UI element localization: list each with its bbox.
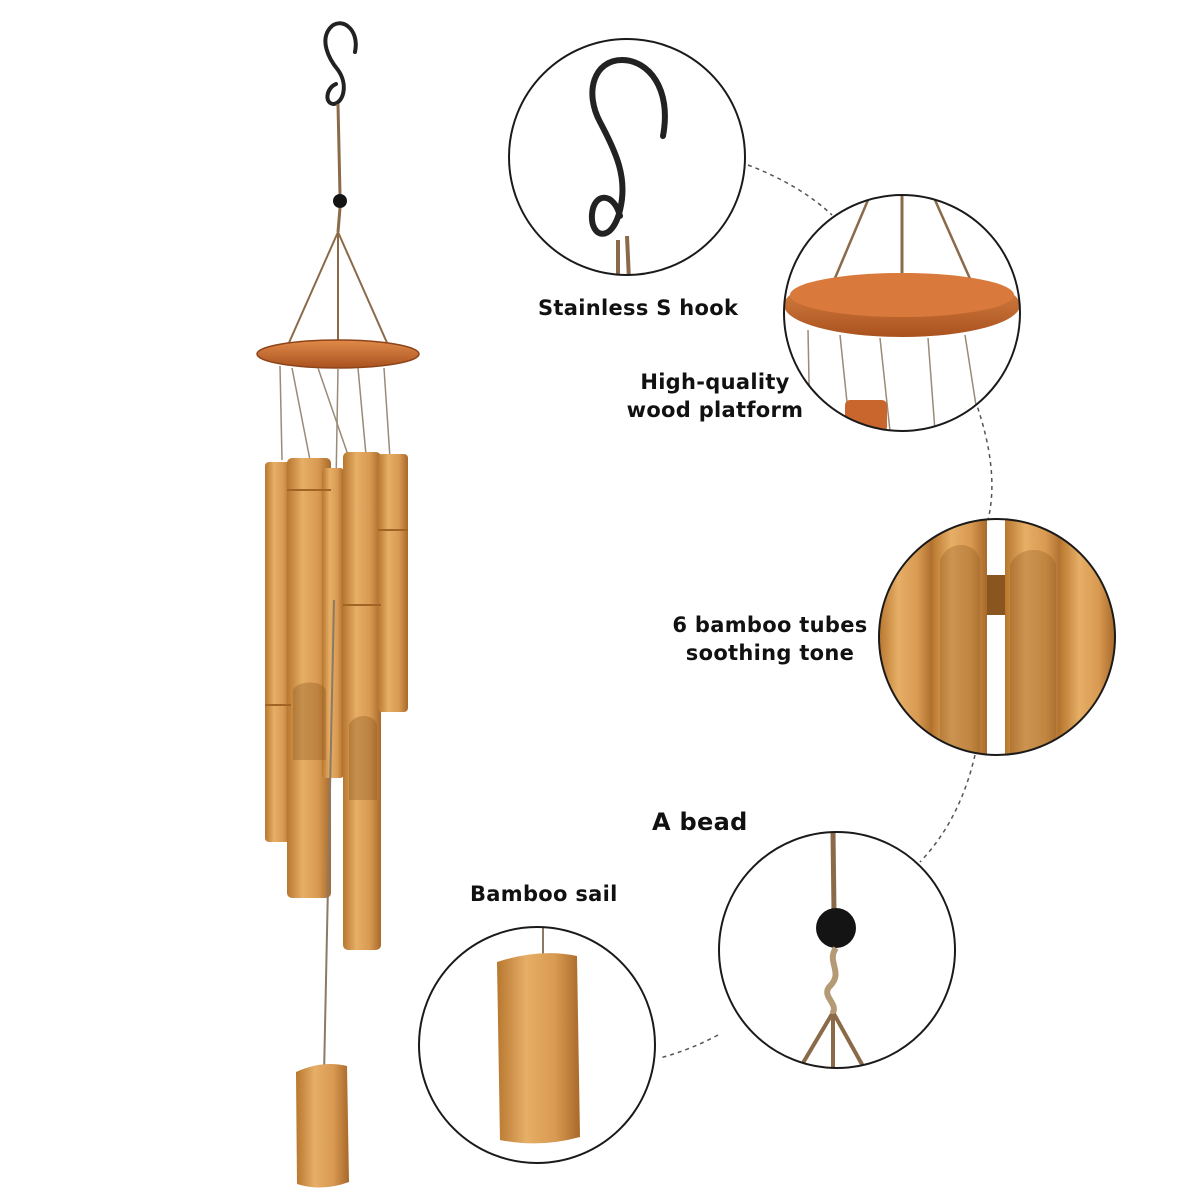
detail-circle-tubes — [878, 518, 1116, 756]
label-tubes-line1: 6 bamboo tubes — [672, 613, 868, 637]
wood-platform — [256, 339, 420, 369]
label-platform: High-quality wood platform — [610, 368, 820, 424]
label-platform-line2: wood platform — [626, 398, 804, 422]
label-bead: A bead — [652, 808, 748, 836]
detail-circle-hook — [508, 38, 746, 276]
bamboo-tubes — [265, 452, 408, 950]
label-platform-line1: High-quality — [640, 370, 790, 394]
bamboo-sail — [296, 1064, 349, 1188]
label-tubes: 6 bamboo tubes soothing tone — [672, 611, 868, 667]
detail-circle-bead — [718, 831, 956, 1069]
label-sail: Bamboo sail — [470, 882, 618, 906]
bead — [333, 194, 347, 208]
detail-circle-platform — [783, 194, 1021, 432]
connector-dotted-line — [659, 164, 993, 1059]
label-tubes-line2: soothing tone — [685, 641, 855, 665]
label-hook: Stainless S hook — [538, 296, 739, 320]
detail-circle-sail — [418, 926, 656, 1164]
s-hook-icon — [323, 21, 358, 107]
full-wind-chime — [256, 21, 420, 1188]
bead-icon — [816, 908, 856, 948]
